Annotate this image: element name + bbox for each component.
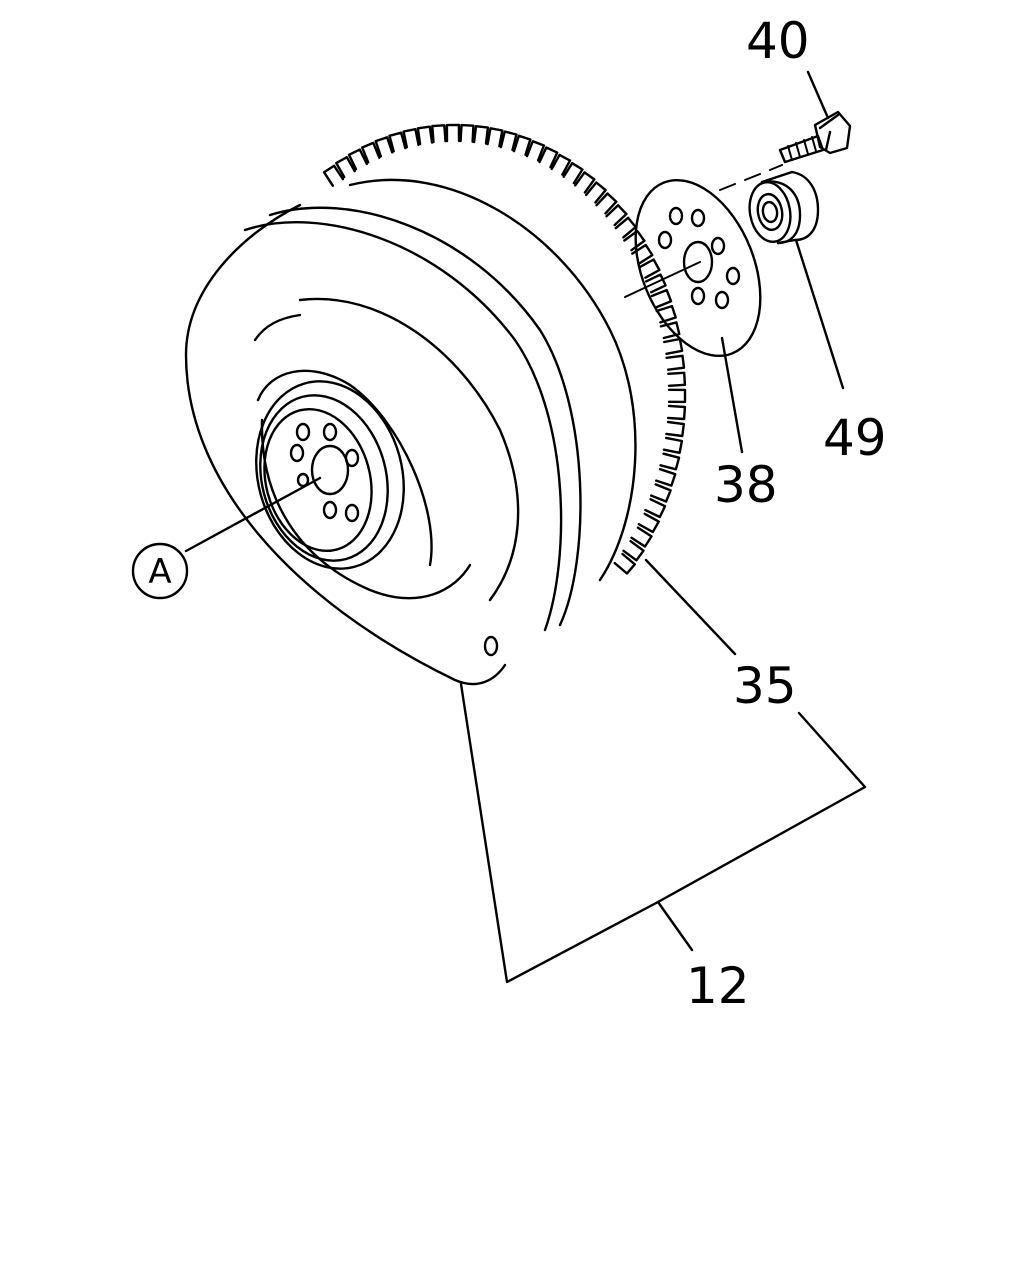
hub-center-hole: [310, 444, 350, 496]
assembly-axis-line: [624, 164, 783, 298]
gear-tooth-path: [322, 123, 687, 575]
plate-bolt-holes: [657, 206, 741, 310]
pilot-bearing: [748, 170, 820, 245]
callout-49: 49: [823, 409, 887, 467]
view-reference-a-label: A: [148, 552, 171, 592]
ring-gear-teeth: [322, 123, 687, 575]
flywheel-bolt: [778, 110, 852, 164]
flex-plate: [634, 178, 762, 358]
callout-12: 12: [686, 957, 750, 1015]
callout-35: 35: [733, 657, 797, 715]
callout-38: 38: [714, 456, 778, 514]
callout-40: 40: [746, 12, 810, 70]
flywheel-hole: [483, 635, 499, 657]
hub-bolt-holes: [289, 422, 360, 523]
leader-lines: [184, 70, 867, 984]
flywheel: [184, 178, 637, 686]
view-reference-a: A: [131, 542, 189, 600]
